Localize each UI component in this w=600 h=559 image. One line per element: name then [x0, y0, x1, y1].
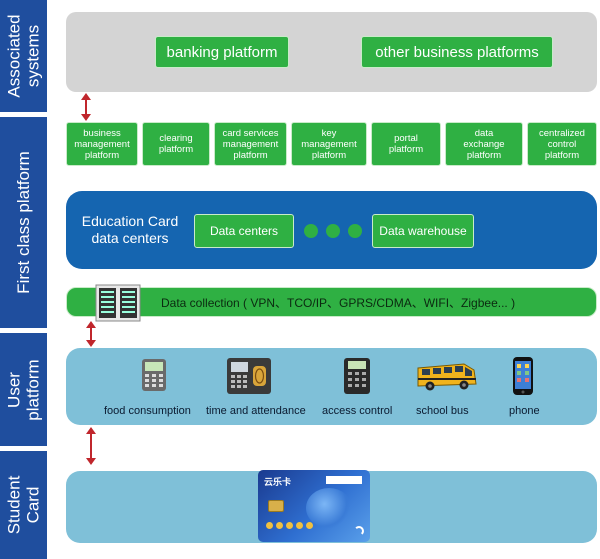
data-centers-box: Data centers: [194, 214, 294, 248]
module-portal: portal platform: [371, 122, 441, 166]
school-bus-icon: [417, 363, 477, 391]
student-card: 云乐卡: [258, 470, 370, 542]
student-card-brand: 云乐卡: [264, 478, 292, 488]
card-globe-icon: [306, 488, 352, 528]
module-key-management: key management platform: [291, 122, 367, 166]
module-business-management: business management platform: [66, 122, 138, 166]
device-label-food-consumption: food consumption: [104, 405, 191, 417]
user-platform-panel: food consumption time and attendance acc…: [66, 348, 597, 425]
fingerprint-scanner-icon: [227, 358, 271, 394]
arrow-associated-first-class: [81, 93, 91, 121]
card-contactless-icon: [354, 526, 364, 536]
module-clearing: clearing platform: [142, 122, 210, 166]
sidebar-first-class-label: First class platform: [14, 151, 34, 294]
arrow-first-class-user: [86, 321, 96, 347]
sidebar-associated-systems: Associated systems: [0, 0, 50, 112]
data-collection-label: Data collection ( VPN、TCO/IP、GPRS/CDMA、W…: [161, 295, 516, 310]
device-label-access-control: access control: [322, 405, 393, 417]
ellipsis-dot-2: [326, 224, 340, 238]
sidebar-user-label: User platform: [4, 358, 43, 421]
banking-platform-box: banking platform: [155, 36, 289, 68]
card-stripe: [326, 476, 362, 484]
data-collection-bar: Data collection ( VPN、TCO/IP、GPRS/CDMA、W…: [66, 287, 597, 317]
sidebar-user-platform: User platform: [0, 333, 50, 446]
sidebar-student-card: Student Card: [0, 451, 50, 559]
sidebar-associated-label: Associated systems: [4, 14, 43, 98]
data-centers-panel: Education Card data centers Data centers…: [66, 191, 597, 269]
arrow-user-student-card: [86, 427, 96, 465]
module-centralized-control: centralized control platform: [527, 122, 597, 166]
module-data-exchange: data exchange platform: [445, 122, 523, 166]
other-business-platforms-box: other business platforms: [361, 36, 553, 68]
device-label-phone: phone: [509, 405, 540, 417]
device-label-time-attendance: time and attendance: [206, 405, 306, 417]
card-chip-icon: [268, 500, 284, 512]
ellipsis-dot-3: [348, 224, 362, 238]
data-centers-title: Education Card data centers: [81, 213, 179, 246]
student-card-panel: 云乐卡: [66, 470, 597, 543]
ellipsis-dot-1: [304, 224, 318, 238]
card-keypad-icon: [266, 522, 313, 529]
card-reader-icon: [344, 358, 370, 394]
data-warehouse-box: Data warehouse: [372, 214, 474, 248]
sidebar-student-label: Student Card: [4, 475, 43, 535]
module-card-services: card services management platform: [214, 122, 287, 166]
device-label-school-bus: school bus: [416, 405, 469, 417]
smartphone-icon: [513, 357, 533, 395]
server-rack-icon: [95, 284, 141, 322]
pos-terminal-icon: [142, 359, 166, 391]
associated-systems-panel: banking platform other business platform…: [66, 12, 597, 92]
sidebar-first-class-platform: First class platform: [0, 117, 50, 328]
